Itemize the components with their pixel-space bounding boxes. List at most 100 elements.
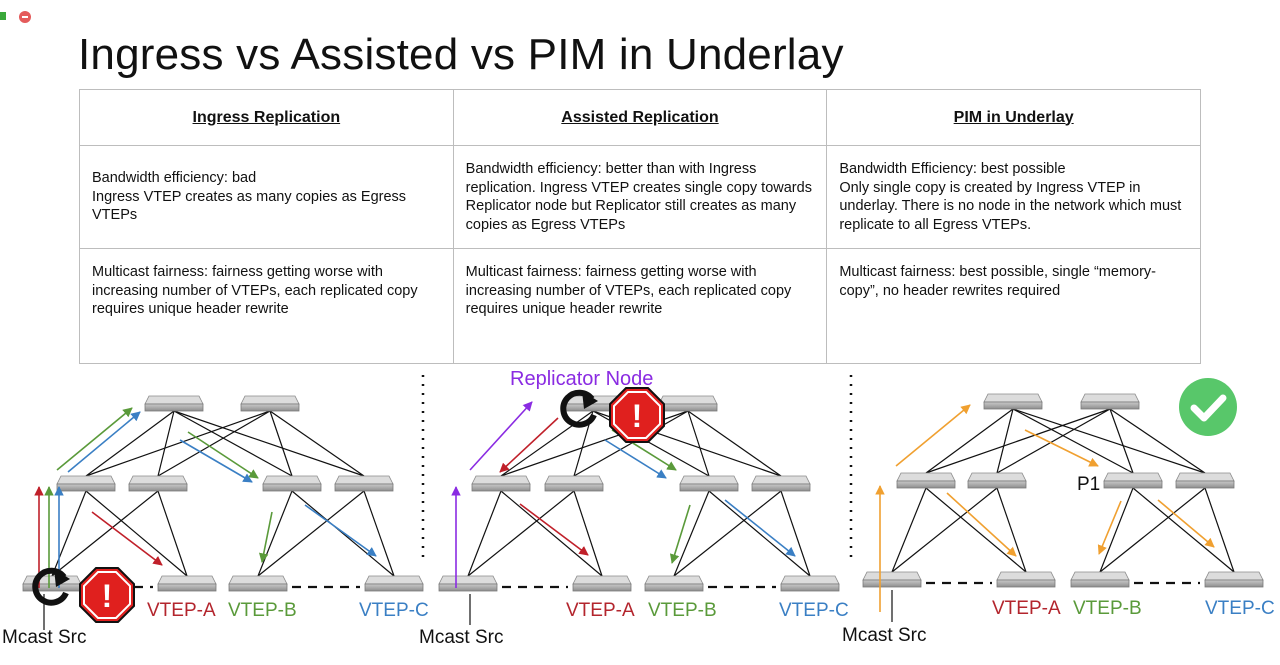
link-spine-leaf-p3	[925, 408, 1111, 474]
spine-switch	[240, 395, 300, 412]
arrow-orange-down	[1024, 429, 1099, 467]
link-leaf-vtep-p1	[85, 490, 188, 577]
link-spine-leaf-p1	[157, 410, 175, 477]
arrow-red-down	[91, 511, 163, 566]
link-spine-leaf-p2	[687, 410, 710, 477]
table-header-row: Ingress Replication Assisted Replication…	[79, 89, 1201, 146]
check-icon	[1179, 378, 1237, 436]
link-leaf-vtep-p1	[51, 490, 87, 577]
link-spine-leaf-p1	[269, 410, 293, 477]
arrow-blue-down	[604, 439, 667, 479]
comparison-table: Ingress Replication Assisted Replication…	[79, 89, 1201, 364]
link-leaf-vtep-p3	[1204, 487, 1235, 573]
leaf-switch	[896, 472, 956, 489]
arrow-orange-vtep-a	[946, 492, 1017, 557]
leaf-switch	[334, 475, 394, 492]
arrow-green-vtep	[258, 511, 273, 563]
link-spine-leaf-p1	[269, 410, 365, 477]
label-vtep-a: VTEP-A	[147, 600, 216, 621]
leaf-switch	[262, 475, 322, 492]
link-leaf-vtep-p1	[157, 490, 188, 577]
cell-pim-bandwidth: Bandwidth Efficiency: best possible Only…	[826, 145, 1201, 249]
lock-icon	[0, 12, 6, 20]
label-vtep-c: VTEP-C	[1205, 598, 1275, 619]
refresh-icon	[32, 567, 70, 606]
link-spine-leaf-p3	[1012, 408, 1134, 474]
label-mcast-src: Mcast Src	[419, 627, 503, 648]
label-replicator-node: Replicator Node	[510, 368, 653, 390]
link-spine-leaf-p1	[173, 410, 365, 477]
vtep-switch	[157, 575, 217, 592]
leaf-switch	[128, 475, 188, 492]
leaf-switch	[1175, 472, 1235, 489]
header-pim-in-underlay: PIM in Underlay	[826, 89, 1201, 146]
link-spine-leaf-p3	[925, 408, 1014, 474]
link-leaf-vtep-p2	[467, 490, 502, 577]
link-spine-leaf-p3	[996, 408, 1014, 474]
link-leaf-vtep-p3	[891, 487, 998, 573]
link-leaf-vtep-p3	[1099, 487, 1134, 573]
cell-ingress-fairness: Multicast fairness: fairness getting wor…	[79, 248, 454, 364]
cell-assisted-bandwidth: Bandwidth efficiency: better than with I…	[452, 145, 828, 249]
vtep-switch	[644, 575, 704, 592]
label-vtep-a: VTEP-A	[992, 598, 1061, 619]
header-assisted-replication: Assisted Replication	[452, 89, 828, 146]
spine-switch	[144, 395, 204, 412]
vtep-switch	[364, 575, 424, 592]
arrow-red-vtep	[519, 503, 589, 556]
label-vtep-b: VTEP-B	[1073, 598, 1142, 619]
arrow-orange-vtep-b	[1097, 500, 1122, 555]
spine-switch	[983, 393, 1043, 410]
switches	[22, 393, 1264, 592]
link-leaf-vtep-p1	[51, 490, 159, 577]
panel-separators	[421, 375, 853, 560]
link-leaf-vtep-p1	[363, 490, 395, 577]
vtep-switch	[780, 575, 840, 592]
warning-icon	[79, 567, 135, 623]
link-leaf-vtep-p2	[708, 490, 811, 577]
arrow-blue-vtep	[304, 504, 377, 557]
window-controls	[0, 0, 40, 30]
link-leaf-vtep-p2	[673, 490, 710, 577]
spine-switch	[658, 395, 718, 412]
close-icon-bar	[22, 16, 28, 18]
link-leaf-vtep-p1	[257, 490, 293, 577]
link-spine-leaf-p3	[1109, 408, 1134, 474]
warning-mark: !	[632, 398, 643, 434]
warning-icon	[609, 387, 665, 443]
header-ingress-replication: Ingress Replication	[79, 89, 454, 146]
vtep-switch	[22, 575, 82, 592]
vtep-switch	[228, 575, 288, 592]
link-leaf-vtep-p1	[291, 490, 395, 577]
arrow-blue-vtep	[724, 499, 796, 557]
arrow-purple-spine	[469, 401, 533, 471]
link-leaf-vtep-p3	[1132, 487, 1235, 573]
refresh-icon	[560, 389, 598, 428]
link-leaf-vtep-p2	[673, 490, 782, 577]
link-spine-leaf-p1	[173, 410, 293, 477]
leaf-switch	[471, 475, 531, 492]
link-spine-leaf-p3	[1109, 408, 1206, 474]
link-leaf-vtep-p1	[257, 490, 365, 577]
vtep-switch	[1204, 571, 1264, 588]
link-leaf-vtep-p2	[467, 490, 575, 577]
arrow-orange-vtep-c	[1157, 499, 1215, 548]
vtep-switch	[862, 571, 922, 588]
vtep-switch	[1070, 571, 1130, 588]
window-controls-svg	[0, 11, 31, 23]
slide-title: Ingress vs Assisted vs PIM in Underlay	[78, 30, 844, 79]
arrow-red-down	[499, 417, 559, 473]
link-spine-leaf-p2	[573, 410, 689, 477]
leaf-switch	[544, 475, 604, 492]
leaf-switch	[56, 475, 116, 492]
spine-switch	[1080, 393, 1140, 410]
vtep-switch	[996, 571, 1056, 588]
label-vtep-b: VTEP-B	[228, 600, 297, 621]
label-p1: P1	[1077, 474, 1100, 495]
link-leaf-vtep-p3	[996, 487, 1027, 573]
leaf-switch	[1103, 472, 1163, 489]
arrow-blue-down	[179, 439, 253, 483]
link-leaf-vtep-p3	[1099, 487, 1206, 573]
vtep-switch	[438, 575, 498, 592]
link-spine-leaf-p1	[85, 410, 271, 477]
